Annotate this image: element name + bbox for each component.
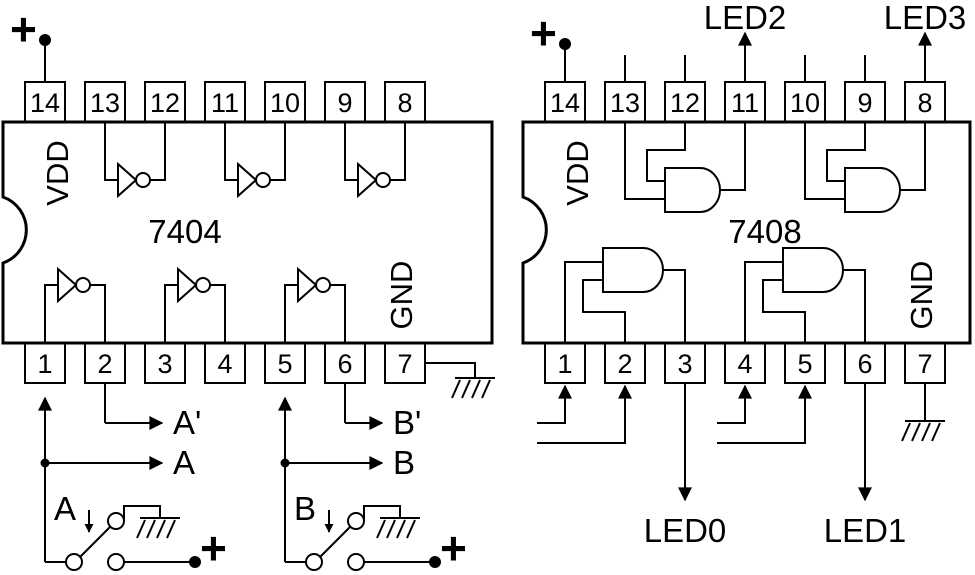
pin-label: 8 (397, 88, 412, 118)
led1-label: LED1 (824, 512, 907, 549)
vdd-label: VDD (560, 140, 595, 205)
ground-symbol (451, 377, 495, 399)
pin-label: 3 (157, 349, 172, 379)
switch-a (65, 505, 201, 571)
pin-label: 2 (617, 349, 632, 379)
inverter-gate (104, 122, 166, 199)
switch-b-label: B (294, 490, 316, 527)
and-gate (624, 122, 746, 213)
pin-label: 1 (557, 349, 572, 379)
chip-part-number: 7404 (148, 213, 221, 250)
pin-label: 10 (790, 88, 820, 118)
pin-label: 1 (37, 349, 52, 379)
chip-7408 (521, 31, 972, 502)
b-label: B (393, 444, 415, 481)
chip-7404-labels: 14 13 12 11 10 9 8 1 2 3 4 5 6 7 7404 VD… (30, 88, 419, 379)
chip-7404 (1, 34, 495, 571)
pin-label: 7 (917, 349, 932, 379)
inverter-gate (284, 266, 346, 343)
signal-labels-left: A' A B' B A B + + + (10, 3, 467, 574)
ground-symbol (901, 420, 945, 442)
pin-label: 11 (211, 88, 239, 118)
b-prime-label: B' (393, 404, 421, 441)
plus-sign: + (10, 3, 37, 55)
gnd-label: GND (384, 261, 419, 330)
pin-label: 5 (797, 349, 812, 379)
plus-sign: + (530, 7, 557, 59)
pin-label: 12 (150, 88, 180, 118)
inverter-gate (164, 266, 226, 343)
ground-symbol (376, 517, 420, 539)
vdd-label: VDD (40, 140, 75, 205)
inverter-gate (44, 266, 106, 343)
pin-label: 14 (550, 88, 580, 118)
a-prime-label: A' (173, 404, 201, 441)
inverter-gate (344, 122, 406, 199)
pin-label: 7 (397, 349, 412, 379)
pin-label: 13 (610, 88, 640, 118)
pin-label: 13 (90, 88, 120, 118)
chip-body (521, 120, 972, 345)
pin-label: 3 (677, 349, 692, 379)
pin-label: 9 (337, 88, 352, 118)
pin-label: 6 (857, 349, 872, 379)
plus-sign: + (440, 522, 467, 574)
switch-b (305, 505, 441, 571)
pin-label: 4 (217, 349, 232, 379)
vdd-terminal (559, 38, 571, 50)
and-gate (744, 247, 866, 343)
ground-symbol (136, 517, 180, 539)
led0-label: LED0 (644, 512, 727, 549)
plus-sign: + (200, 522, 227, 574)
pin-label: 9 (857, 88, 872, 118)
pin-label: 4 (737, 349, 752, 379)
gnd-label: GND (904, 261, 939, 330)
and-gate (564, 247, 686, 343)
pin-label: 6 (337, 349, 352, 379)
inverter-gate (224, 122, 286, 199)
a-label: A (173, 444, 195, 481)
pin-label: 14 (30, 88, 60, 118)
chip-part-number: 7408 (728, 213, 801, 250)
pin-label: 2 (97, 349, 112, 379)
pin-label: 10 (270, 88, 300, 118)
pin-label: 5 (277, 349, 292, 379)
pin-label: 12 (670, 88, 700, 118)
chip-7408-labels: 14 13 12 11 10 9 8 1 2 3 4 5 6 7 7408 VD… (550, 0, 966, 549)
and-gate (804, 122, 926, 213)
vdd-terminal (39, 34, 51, 46)
pin-label: 11 (731, 88, 759, 118)
led2-label: LED2 (704, 0, 787, 36)
pin-label: 8 (917, 88, 932, 118)
chip-body (1, 120, 494, 345)
led3-label: LED3 (884, 0, 967, 36)
switch-a-label: A (54, 490, 76, 527)
